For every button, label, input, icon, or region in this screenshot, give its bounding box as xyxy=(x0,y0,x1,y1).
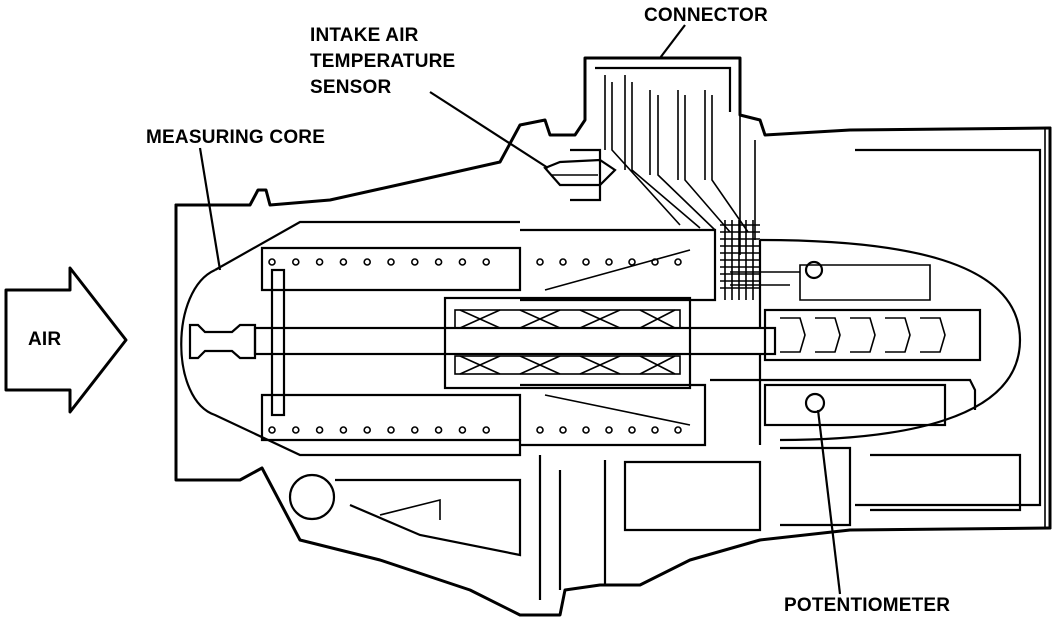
spool-dot xyxy=(434,426,443,434)
spool-dot xyxy=(628,258,636,266)
housing-outline xyxy=(174,56,1052,617)
spool-dot xyxy=(268,258,276,266)
spool-dot xyxy=(315,258,324,266)
spool-dot xyxy=(674,426,682,434)
coil-assembly xyxy=(443,296,692,390)
intake-air-temperature-sensor-label-line2: TEMPERATURE xyxy=(310,51,456,72)
measuring-core-leader xyxy=(198,147,222,271)
spool-dot xyxy=(536,426,544,434)
potentiometer-label: POTENTIOMETER xyxy=(784,595,951,616)
measuring-core-label: MEASURING CORE xyxy=(146,127,326,148)
spool-dot xyxy=(387,258,395,266)
spool-dot xyxy=(363,258,372,266)
spool-dot xyxy=(339,426,348,434)
spool-dot xyxy=(410,426,419,434)
spool-dots-bottom xyxy=(268,426,682,434)
measuring-core-spool xyxy=(260,228,717,447)
spool-dot xyxy=(458,258,467,266)
spool-dots-top xyxy=(268,258,682,266)
spool-dot xyxy=(582,258,590,266)
leader-lines xyxy=(198,24,842,595)
spool-dot xyxy=(674,258,682,266)
potentiometer-assembly xyxy=(710,260,982,427)
spool-dot xyxy=(651,426,659,434)
spool-dot xyxy=(434,258,443,266)
intake-air-temperature-sensor-label-line1: INTAKE AIR xyxy=(310,25,419,46)
intake-sensor-leader xyxy=(429,91,549,169)
potentiometer-leader xyxy=(816,409,842,595)
air-flow-arrow xyxy=(4,266,128,414)
spool-dot xyxy=(582,426,590,434)
intake-air-temperature-sensor-label-line3: SENSOR xyxy=(310,77,392,98)
spool-dot xyxy=(363,426,372,434)
spool-dot xyxy=(291,258,300,266)
connector-leader xyxy=(659,24,686,59)
lower-housing-details xyxy=(288,446,1022,600)
spool-dot xyxy=(605,426,613,434)
spool-dot xyxy=(559,426,567,434)
spool-dot xyxy=(536,258,544,266)
spool-dot xyxy=(458,426,467,434)
spool-dot xyxy=(339,258,348,266)
intake-air-temperature-sensor xyxy=(543,148,617,202)
spool-dot xyxy=(605,258,613,266)
spool-dot xyxy=(315,426,324,434)
connector-label: CONNECTOR xyxy=(644,5,768,26)
spool-dot xyxy=(268,426,276,434)
spool-dot xyxy=(482,426,491,434)
spool-dot xyxy=(291,426,300,434)
spool-dot xyxy=(628,426,636,434)
spool-dot xyxy=(387,426,395,434)
air-label: AIR xyxy=(28,329,62,350)
spool-dot xyxy=(410,258,419,266)
connector-block xyxy=(595,66,760,300)
spool-dot xyxy=(482,258,491,266)
central-shaft xyxy=(188,268,777,417)
spool-dot xyxy=(651,258,659,266)
spool-dot xyxy=(559,258,567,266)
